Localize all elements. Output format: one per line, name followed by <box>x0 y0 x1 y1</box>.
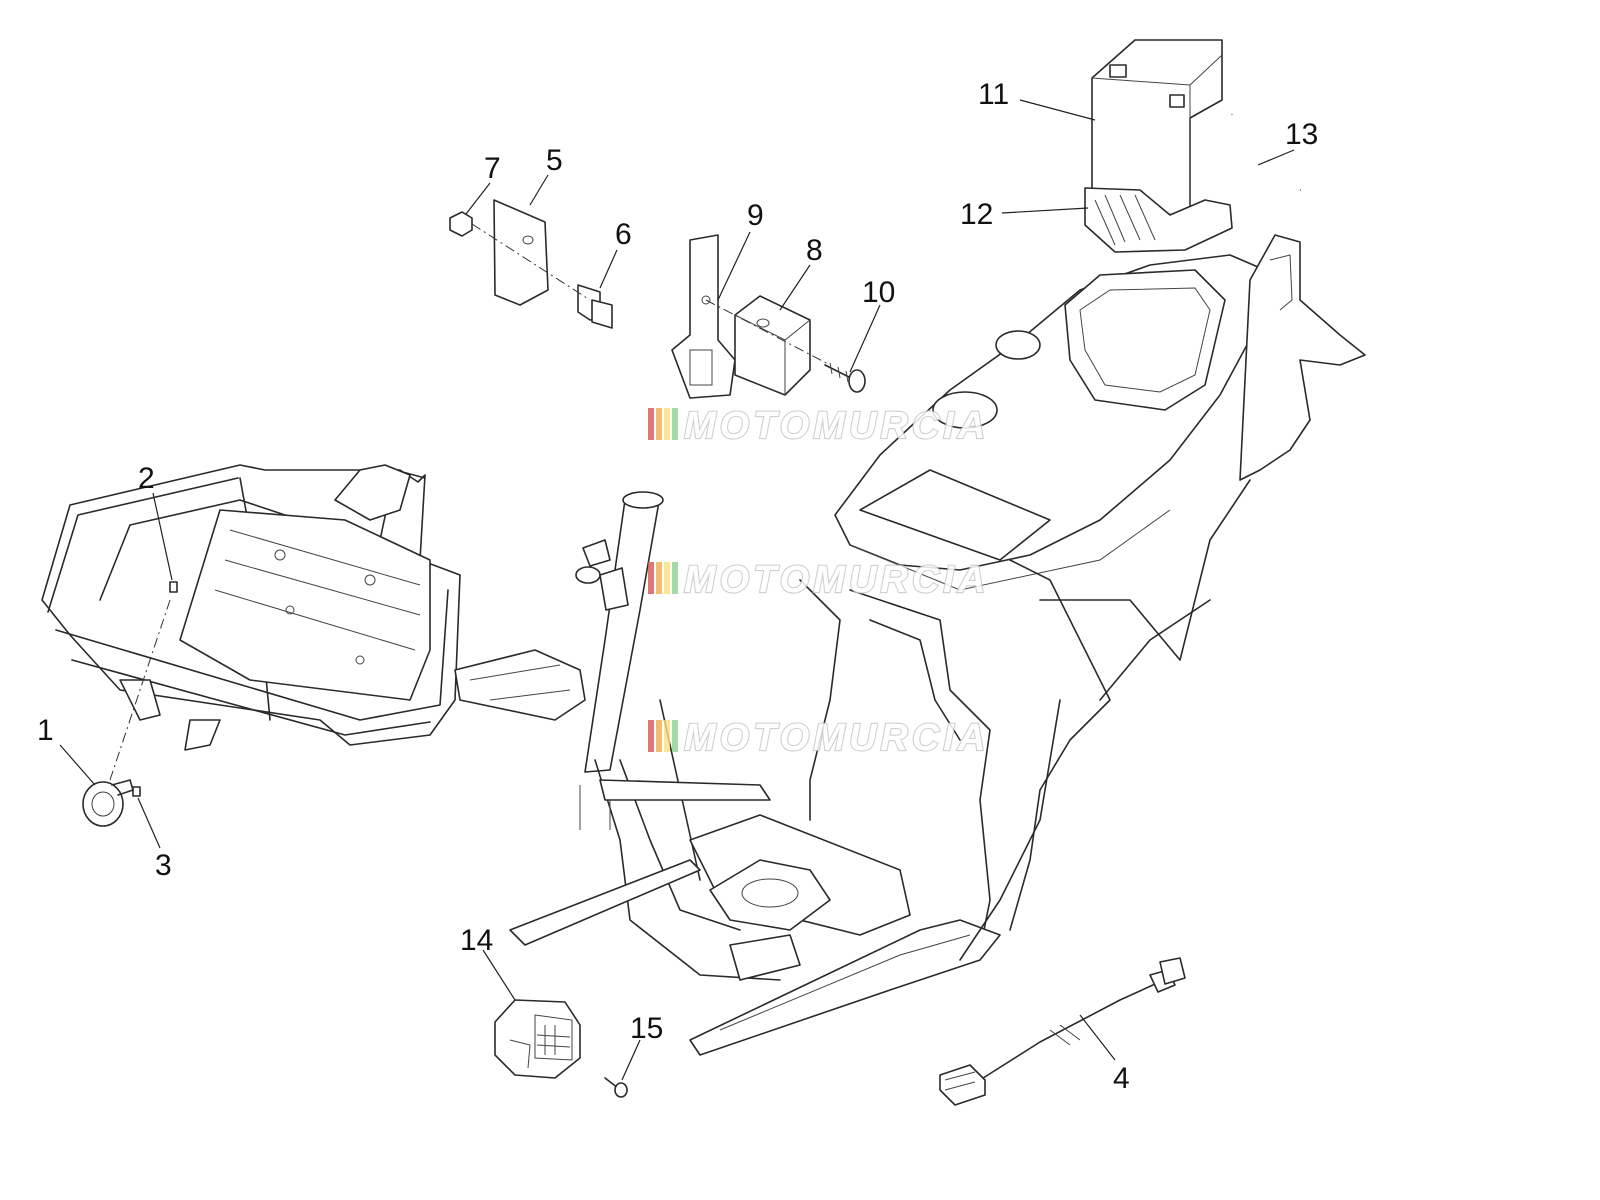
part-unit-14 <box>494 999 581 1079</box>
watermark-top: MOTOMURCIA <box>648 404 989 448</box>
main-frame <box>454 234 1366 1056</box>
callout-9: 9 <box>747 199 764 232</box>
part-bolt-6 <box>577 284 613 329</box>
watermark-text: MOTOMURCIA <box>684 717 989 759</box>
watermark-bottom: MOTOMURCIA <box>648 716 989 760</box>
callout-12: 12 <box>960 198 993 231</box>
part-wiring-4 <box>939 957 1186 1106</box>
part-battery-11 <box>1091 39 1223 216</box>
watermark-logo-icon <box>648 562 678 594</box>
watermark-logo-icon <box>648 720 678 752</box>
part-breather-hose-13 <box>1230 114 1301 192</box>
part-horn <box>82 779 134 827</box>
callout-10: 10 <box>862 276 895 309</box>
watermark-text: MOTOMURCIA <box>684 405 989 447</box>
part-nut-7 <box>449 211 473 237</box>
watermark-middle: MOTOMURCIA <box>648 558 989 602</box>
part-screw-15 <box>604 1077 628 1098</box>
watermark-text: MOTOMURCIA <box>684 559 989 601</box>
callout-15: 15 <box>630 1012 663 1045</box>
callout-8: 8 <box>806 234 823 267</box>
callout-labels: 1 2 3 4 5 6 7 8 9 10 11 12 13 14 15 <box>37 78 1318 1095</box>
callout-5: 5 <box>546 144 563 177</box>
part-relay-8 <box>734 295 811 396</box>
callout-11: 11 <box>978 78 1009 111</box>
part-battery-tray-12 <box>1084 187 1233 253</box>
callout-7: 7 <box>484 152 501 185</box>
callout-2: 2 <box>138 462 155 495</box>
front-rack <box>41 464 461 751</box>
callout-1: 1 <box>37 714 54 747</box>
watermark-logo-icon <box>648 408 678 440</box>
callout-13: 13 <box>1285 118 1318 151</box>
part-screw-10 <box>824 362 866 393</box>
part-screw-2 <box>169 581 178 593</box>
leader-lines <box>59 99 1295 1081</box>
callout-6: 6 <box>615 218 632 251</box>
callout-3: 3 <box>155 849 172 882</box>
part-bolt-3 <box>132 786 141 797</box>
callout-14: 14 <box>460 924 493 957</box>
callout-4: 4 <box>1113 1062 1130 1095</box>
part-bracket-5 <box>493 199 549 306</box>
part-relay-holder-9 <box>671 234 736 399</box>
